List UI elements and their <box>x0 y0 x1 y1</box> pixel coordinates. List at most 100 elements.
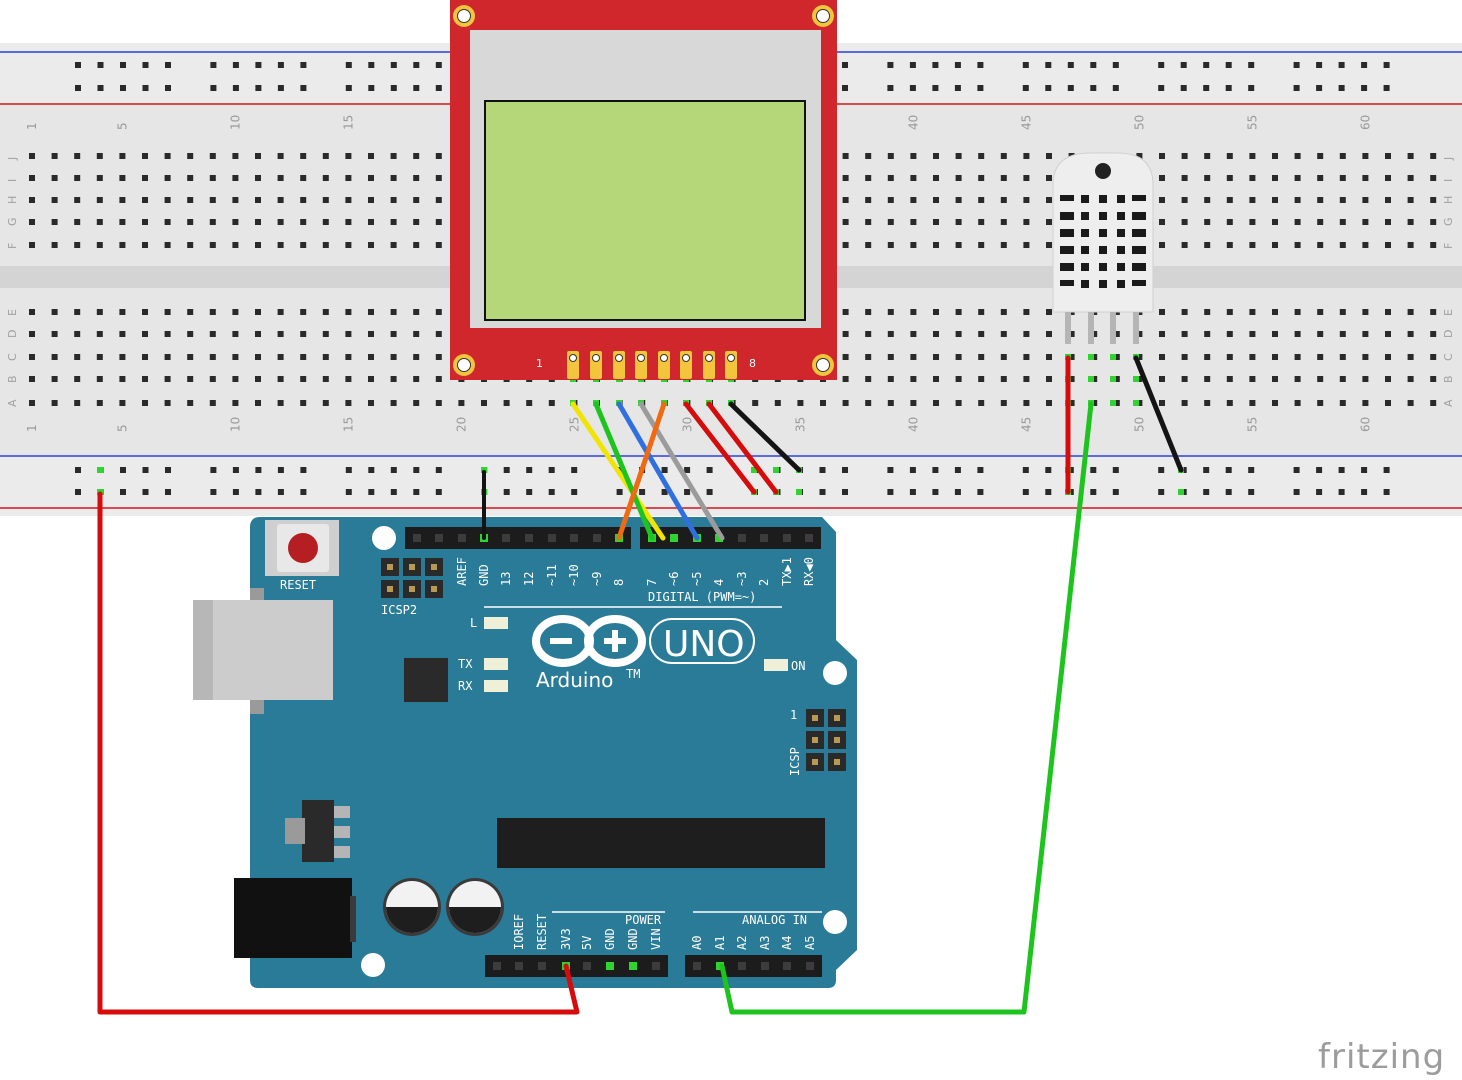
header-pin[interactable] <box>593 534 601 542</box>
header-pin[interactable] <box>570 534 578 542</box>
grille-slot <box>1060 229 1074 237</box>
dht-pin[interactable] <box>1110 312 1116 344</box>
breadboard-hole <box>29 376 35 382</box>
breadboard-hole <box>390 153 397 159</box>
rail-hole <box>345 467 352 473</box>
breadboard-hole <box>1385 242 1391 248</box>
header-pin[interactable] <box>738 534 746 542</box>
breadboard-hole <box>842 331 849 337</box>
rail-hole <box>548 467 555 473</box>
breadboard-hole <box>1430 331 1437 337</box>
column-number: 55 <box>1245 115 1259 130</box>
breadboard-hole <box>277 242 284 248</box>
header-pin[interactable] <box>629 962 637 970</box>
breadboard-hole <box>1430 153 1437 159</box>
header-pin[interactable] <box>783 962 791 970</box>
grille-slot <box>1081 280 1089 288</box>
breadboard-hole <box>458 400 465 406</box>
breadboard-hole <box>933 242 939 248</box>
breadboard-hole <box>119 400 126 406</box>
wire-lcd-red-1[interactable] <box>683 401 757 495</box>
arduino-uno[interactable]: RESET ICSP2 <box>193 517 857 988</box>
header-pin[interactable] <box>693 962 701 970</box>
wire-lcd-orange[interactable] <box>616 401 667 541</box>
wire-lcd-black[interactable] <box>728 401 802 473</box>
header-pin[interactable] <box>805 534 813 542</box>
header-pin[interactable] <box>458 534 466 542</box>
breadboard-hole <box>1272 354 1278 360</box>
reset-button[interactable] <box>265 520 339 576</box>
rail-hole <box>1112 489 1119 495</box>
wire-lcd-green[interactable] <box>593 401 655 541</box>
rail-hole <box>909 467 916 473</box>
breadboard-hole <box>481 400 487 406</box>
breadboard-hole <box>29 354 35 360</box>
header-pin[interactable] <box>761 962 769 970</box>
row-letter: C <box>6 353 19 361</box>
mounting-hole <box>823 910 847 934</box>
wire-a1-to-dht-data[interactable] <box>719 401 1094 1015</box>
breadboard-hole <box>187 331 194 337</box>
rail-hole <box>639 489 646 495</box>
lcd-module[interactable]: 1 8 <box>450 0 837 380</box>
digital-header[interactable] <box>405 527 821 549</box>
header-pin[interactable] <box>606 962 614 970</box>
breadboard-hole <box>96 400 103 406</box>
header-pin[interactable] <box>760 534 768 542</box>
rail-hole <box>932 467 939 473</box>
header-pin[interactable] <box>502 534 510 542</box>
dht-grille <box>1060 195 1146 288</box>
icsp2-label: ICSP2 <box>381 603 417 617</box>
pin-label: 4 <box>712 579 726 586</box>
header-pin[interactable] <box>525 534 533 542</box>
header-pin[interactable] <box>538 962 546 970</box>
breadboard-hole <box>910 242 917 248</box>
dht-sensor[interactable] <box>1052 152 1154 344</box>
breadboard-hole <box>1136 400 1143 406</box>
wire-3v3-to-rail[interactable] <box>97 491 580 1015</box>
dht-pin[interactable] <box>1133 312 1139 344</box>
breadboard-hole <box>887 376 894 382</box>
breadboard-hole <box>1000 219 1007 225</box>
wire-lcd-yellow[interactable] <box>570 401 666 541</box>
breadboard-hole <box>300 400 307 406</box>
breadboard-hole <box>1159 242 1165 248</box>
breadboard-hole <box>1226 331 1233 337</box>
lcd-header-pins[interactable] <box>567 351 737 379</box>
analog-header[interactable] <box>685 955 822 977</box>
breadboard-hole <box>1023 175 1030 181</box>
breadboard-hole <box>1430 400 1437 406</box>
breadboard-hole <box>1000 309 1007 315</box>
breadboard-hole <box>232 197 239 203</box>
header-pin[interactable] <box>738 962 746 970</box>
dht-mount-hole <box>1095 163 1111 179</box>
grille-slot <box>1060 212 1074 220</box>
dht-pins[interactable] <box>1065 312 1139 344</box>
rail-hole <box>255 489 262 495</box>
breadboard-hole <box>1046 354 1052 360</box>
header-pin[interactable] <box>435 534 443 542</box>
power-header[interactable] <box>485 955 668 977</box>
rail-hole <box>1203 62 1210 68</box>
rail-hole <box>1361 62 1368 68</box>
header-pin[interactable] <box>715 534 723 542</box>
rail-hole <box>1203 467 1210 473</box>
breadboard-hole <box>1136 354 1143 360</box>
dht-pin[interactable] <box>1065 312 1071 344</box>
header-pin[interactable] <box>670 534 678 542</box>
header-pin[interactable] <box>515 962 523 970</box>
header-pin[interactable] <box>783 534 791 542</box>
wire-lcd-red-2[interactable] <box>706 401 779 495</box>
header-pin[interactable] <box>413 534 421 542</box>
dht-pin[interactable] <box>1088 312 1094 344</box>
wire-lcd-blue[interactable] <box>616 401 700 541</box>
wire-dht-gnd[interactable] <box>1133 355 1184 473</box>
header-pin[interactable] <box>548 534 556 542</box>
wires[interactable] <box>97 355 1184 1015</box>
header-pin[interactable] <box>652 962 660 970</box>
header-pin[interactable] <box>806 962 814 970</box>
header-pin[interactable] <box>583 962 591 970</box>
breadboard-hole <box>209 219 216 225</box>
pin-label: 2 <box>757 579 771 586</box>
header-pin[interactable] <box>493 962 501 970</box>
